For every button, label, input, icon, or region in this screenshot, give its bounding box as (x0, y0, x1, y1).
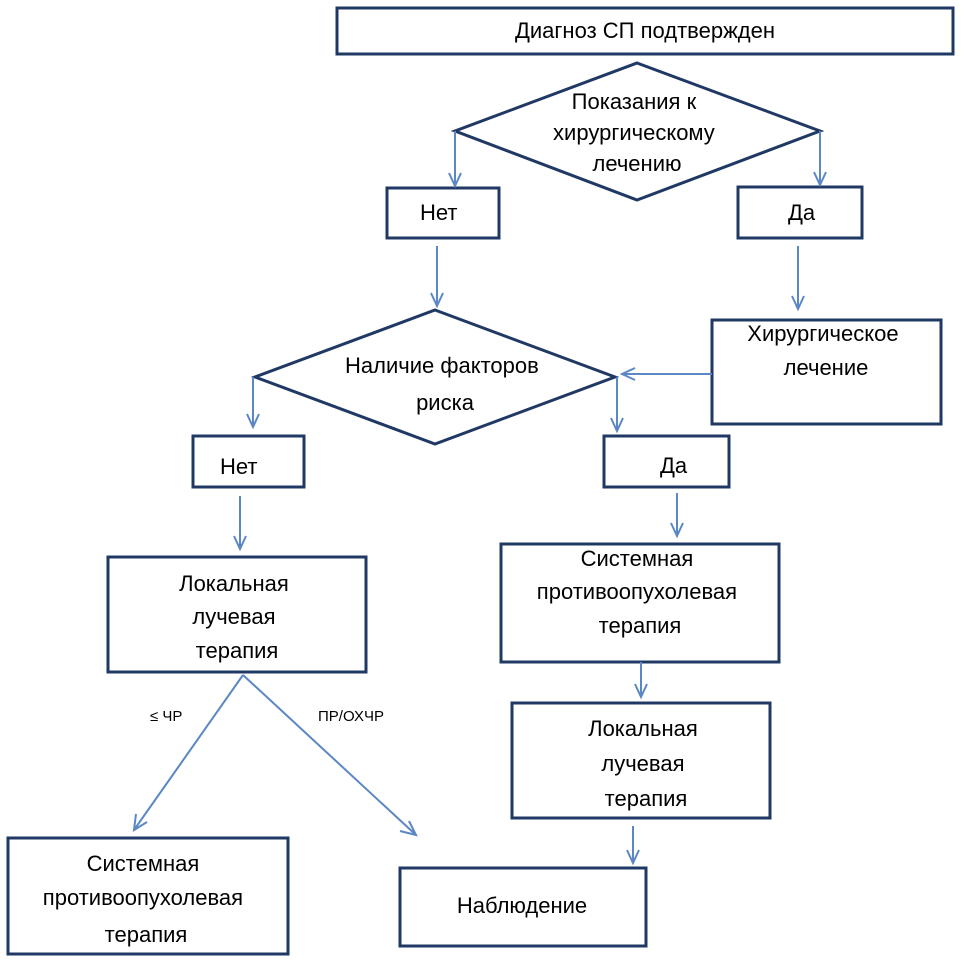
node-yes-1: Да (736, 185, 864, 240)
arrow-decision1-to-yes1 (813, 131, 827, 188)
systemic-bottom-line-2: противоопухолевая (43, 885, 243, 910)
systemic-right-line-2: противоопухолевая (537, 579, 737, 604)
node-observation-label: Наблюдение (457, 893, 587, 918)
arrow-local-rt-right-to-observation (626, 826, 640, 866)
arrow-yes1-to-surgery (791, 246, 805, 312)
svg-text:Наличие факторов риска: Наличие факторов риска (345, 353, 545, 415)
surgery-line-1: Хирургическое (747, 321, 898, 346)
node-no-1-label: Нет (420, 200, 457, 225)
arrow-local-rt-left-to-observation (242, 674, 418, 837)
arrow-surgery-to-decision2 (619, 367, 712, 381)
systemic-right-line-1: Системная (581, 546, 694, 571)
arrow-systemic-right-to-local-rt-right (634, 662, 648, 700)
svg-text:Локальная лучевая: Локальная лучевая терапия (179, 571, 295, 663)
node-yes-2: Да (602, 434, 731, 489)
node-no-2-label: Нет (220, 454, 257, 479)
decision1-line-2: хирургическому (553, 120, 715, 145)
svg-text:Хирургическое лечение: Хирургическое лечение (747, 321, 904, 380)
arrow-decision1-to-no1 (448, 131, 462, 189)
local-rt-left-line-3: терапия (196, 638, 279, 663)
node-yes-2-label: Да (660, 453, 688, 478)
node-systemic-therapy-right: Системная противоопухолевая терапия (499, 542, 781, 664)
node-observation: Наблюдение (398, 866, 648, 948)
systemic-bottom-line-3: терапия (105, 922, 188, 947)
node-local-radiotherapy-left: Локальная лучевая терапия (106, 555, 368, 674)
local-rt-right-line-3: терапия (605, 786, 688, 811)
local-rt-right-line-1: Локальная (588, 716, 698, 741)
node-systemic-therapy-bottom: Системная противоопухолевая терапия (6, 836, 290, 956)
svg-text:Системная противоопухоле: Системная противоопухолевая терапия (537, 546, 743, 638)
node-diagnosis-confirmed: Диагноз СП подтвержден (335, 6, 955, 56)
node-no-1: Нет (385, 186, 501, 240)
svg-text:Системная противоопухоле: Системная противоопухолевая терапия (43, 851, 249, 947)
systemic-right-line-3: терапия (599, 613, 682, 638)
arrow-decision2-to-yes2 (610, 377, 624, 434)
node-no-2: Нет (191, 434, 306, 489)
decision1-line-1: Показания к (572, 89, 697, 114)
decision1-line-3: лечению (593, 151, 682, 176)
systemic-bottom-line-1: Системная (87, 851, 200, 876)
svg-text:Локальная лучевая: Локальная лучевая терапия (588, 716, 704, 811)
surgery-line-2: лечение (784, 355, 869, 380)
decision-risk-factors: Наличие факторов риска (250, 308, 620, 446)
local-rt-left-line-2: лучевая (192, 604, 275, 629)
node-yes-1-label: Да (788, 200, 816, 225)
edge-label-pr-ochr: ПР/ОХЧР (318, 708, 384, 725)
local-rt-right-line-2: лучевая (601, 751, 684, 776)
decision2-line-1: Наличие факторов (345, 353, 539, 378)
arrow-no2-to-local-rt-left (233, 496, 247, 552)
decision-surgery-indications: Показания к хирургическому лечению (450, 61, 825, 202)
local-rt-left-line-1: Локальная (179, 571, 289, 596)
node-local-radiotherapy-right: Локальная лучевая терапия (510, 701, 772, 820)
edge-label-le-pr: ≤ ЧР (150, 708, 182, 725)
arrow-local-rt-left-to-systemic-bottom (132, 674, 244, 832)
decision2-line-2: риска (416, 390, 475, 415)
svg-text:Показания к хирургическо: Показания к хирургическому лечению (553, 89, 721, 176)
arrow-no1-to-decision2 (430, 246, 444, 309)
node-diagnosis-confirmed-label: Диагноз СП подтвержден (515, 18, 775, 43)
arrow-decision2-to-no2 (246, 377, 260, 430)
node-surgical-treatment: Хирургическое лечение (710, 318, 943, 426)
arrow-yes2-to-systemic-right (670, 493, 684, 539)
